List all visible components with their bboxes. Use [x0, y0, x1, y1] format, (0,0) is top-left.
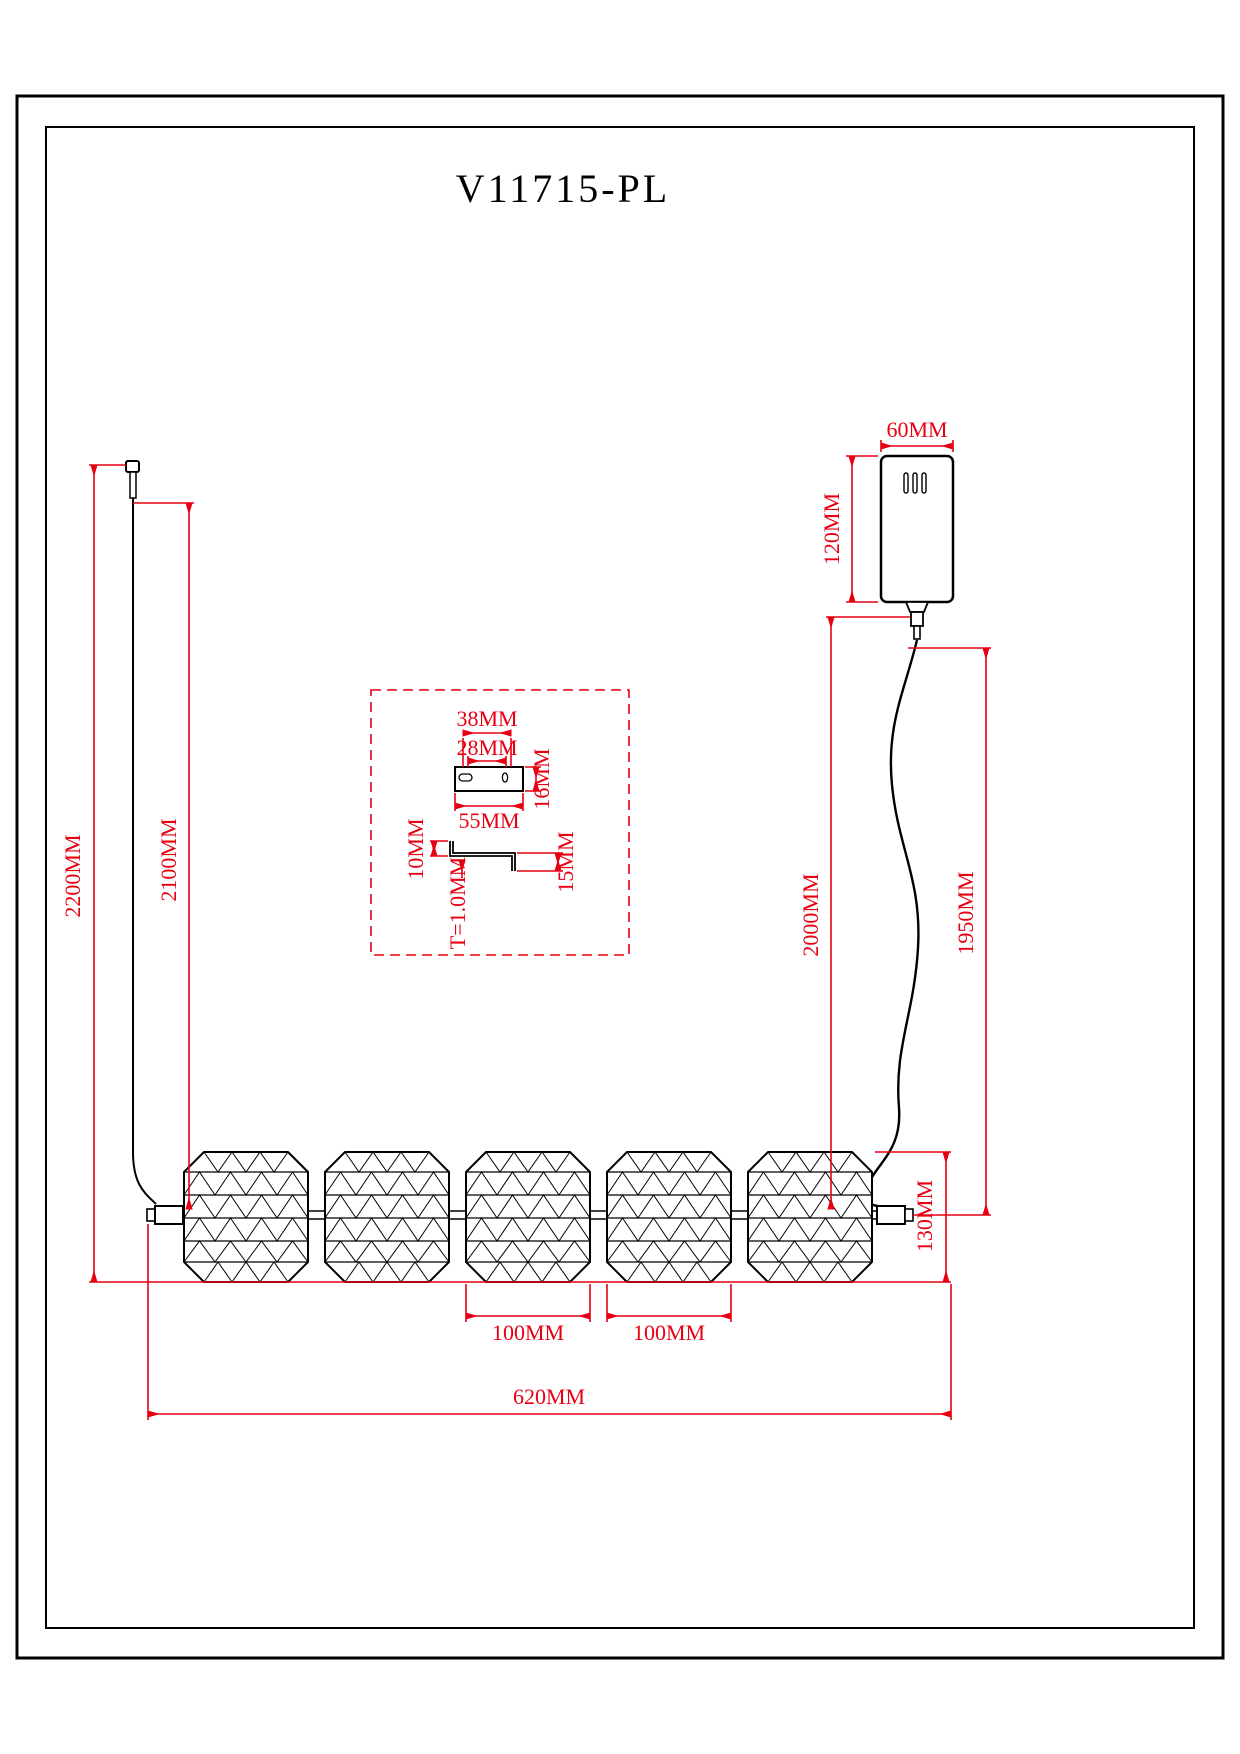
- dim-label-fixture-height: 130MM: [912, 1180, 937, 1252]
- canopy-driver-box: [879, 454, 955, 640]
- power-cord-right: [863, 639, 920, 1209]
- dim-label-lamp-width-2: 100MM: [633, 1320, 705, 1345]
- dim-label-hole-span: 28MM: [456, 735, 517, 760]
- vent-slot-icon: [903, 472, 909, 494]
- dim-label-flange-down: 15MM: [553, 831, 578, 892]
- lamp-shade-4: [606, 1151, 732, 1283]
- dimension-38mm: 38MM: [456, 706, 518, 767]
- bracket-slot-icon: [458, 773, 473, 782]
- dimension-100mm-second: 100MM: [606, 1284, 732, 1345]
- lamp-shade-1: [183, 1151, 309, 1283]
- dimension-10mm: 10MM: [403, 818, 448, 880]
- suspension-cable-left: [132, 498, 157, 1205]
- detail-bracket-top-view: [454, 766, 524, 792]
- dimension-620mm: 620MM: [147, 1224, 952, 1420]
- dim-label-overall-height: 2200MM: [60, 834, 85, 917]
- dimension-130mm: 130MM: [875, 1151, 951, 1283]
- dim-label-lamp-width-1: 100MM: [492, 1320, 564, 1345]
- detail-inset: 38MM 28MM 16MM 55MM 10MM 15MM: [370, 689, 630, 956]
- dim-label-right-cable-inner: 1950MM: [953, 871, 978, 954]
- dimension-120mm: 120MM: [819, 455, 878, 603]
- bracket-hole-icon: [501, 772, 509, 783]
- dimension-60mm: 60MM: [880, 417, 954, 452]
- dimension-2100mm: 2100MM: [133, 502, 194, 1210]
- dim-label-slot-span: 38MM: [456, 706, 517, 731]
- dim-label-plate-depth: 16MM: [529, 748, 554, 809]
- inner-border: [45, 126, 1195, 1629]
- dimension-28mm: 28MM: [456, 735, 518, 767]
- detail-box-outline: [370, 689, 630, 956]
- rod-end-cap-left: [154, 1205, 184, 1225]
- dim-label-left-cable: 2100MM: [156, 818, 181, 901]
- dimension-55mm: 55MM: [454, 793, 524, 833]
- vent-slot-icon: [912, 472, 918, 494]
- vent-slot-icon: [921, 472, 927, 494]
- rod-end-nub-left: [146, 1208, 156, 1222]
- dim-label-right-cable: 2000MM: [798, 873, 823, 956]
- dim-label-canopy-height: 120MM: [819, 493, 844, 565]
- dimension-16mm: 16MM: [525, 748, 554, 810]
- dimension-thickness: T=1.0MM: [445, 857, 470, 949]
- dim-label-fixture-length: 620MM: [513, 1384, 585, 1409]
- drawing-title: V11715-PL: [456, 166, 670, 211]
- lamp-shade-2: [324, 1151, 450, 1283]
- rod-end-cap-right: [876, 1205, 906, 1225]
- ceiling-mount-left: [125, 460, 140, 499]
- dimension-15mm: 15MM: [517, 831, 578, 893]
- dim-label-thickness: T=1.0MM: [445, 857, 470, 949]
- dim-label-plate-width: 55MM: [458, 808, 519, 833]
- dimension-2200mm: 2200MM: [60, 464, 126, 1283]
- lamp-shade-3: [465, 1151, 591, 1283]
- lamp-shade-5: [747, 1151, 873, 1283]
- dimension-2000mm: 2000MM: [798, 616, 910, 1210]
- dim-label-flange-up: 10MM: [403, 818, 428, 879]
- detail-bracket-profile: [449, 841, 516, 871]
- dimension-100mm-first: 100MM: [465, 1284, 591, 1345]
- outer-border: [15, 94, 1225, 1660]
- dim-label-canopy-width: 60MM: [886, 417, 947, 442]
- dimension-1950mm: 1950MM: [908, 647, 991, 1216]
